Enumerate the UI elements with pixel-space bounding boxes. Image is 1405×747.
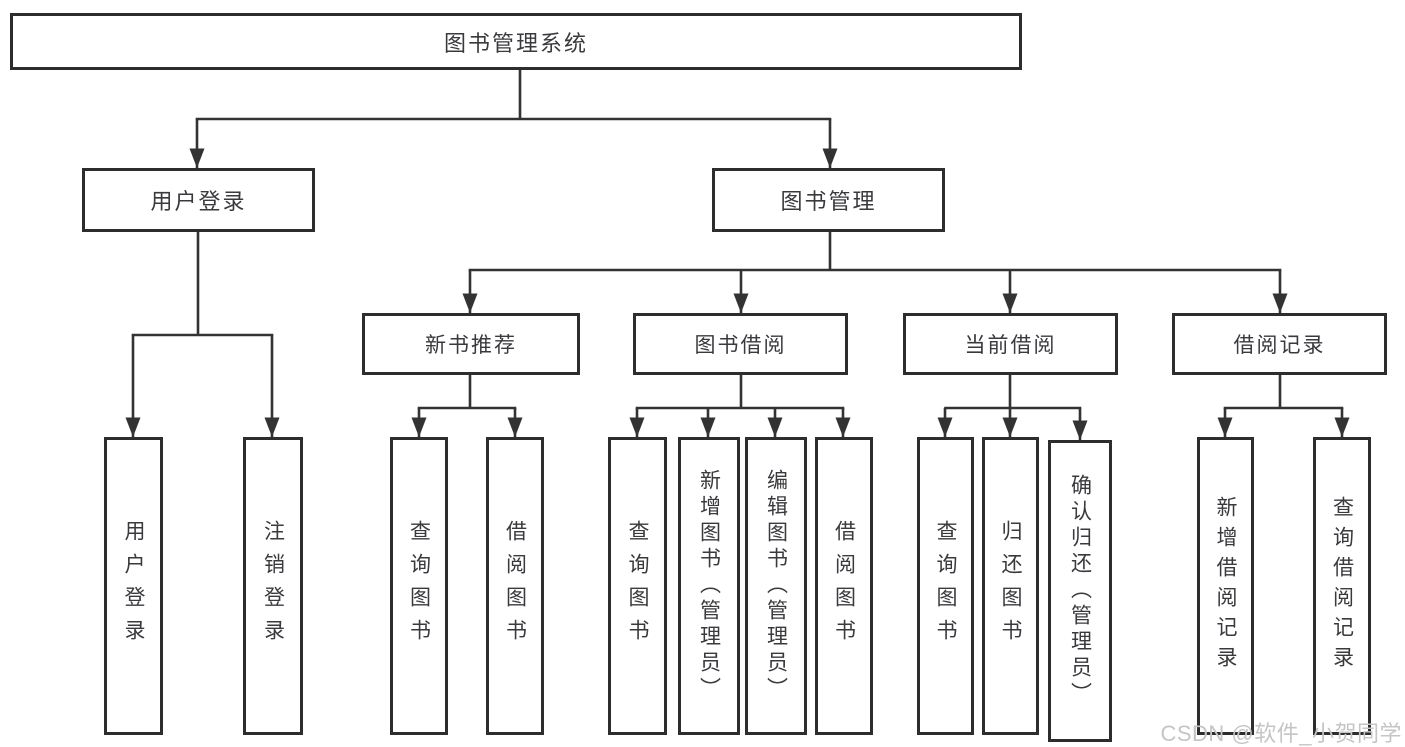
node-user-login-label: 用户登录 <box>150 189 247 214</box>
leaf-edit-book-admin: 编辑图书（管理员） <box>745 437 807 735</box>
leaf-return-books-label: 归还图书 <box>999 520 1022 652</box>
leaf-query-books-current-label: 查询图书 <box>934 520 957 652</box>
leaf-borrow-books-recommend: 借阅图书 <box>486 437 544 735</box>
leaf-logout-label: 注销登录 <box>261 520 285 652</box>
leaf-query-books-current: 查询图书 <box>917 437 974 735</box>
node-current-borrow-label: 当前借阅 <box>964 334 1057 357</box>
leaf-query-books-borrow-label: 查询图书 <box>626 520 649 652</box>
leaf-confirm-return-admin-label: 确认归还（管理员） <box>1068 474 1092 708</box>
node-borrow-records-label: 借阅记录 <box>1233 334 1326 357</box>
node-user-login: 用户登录 <box>82 168 315 232</box>
leaf-add-book-admin-label: 新增图书（管理员） <box>697 469 721 703</box>
leaf-logout: 注销登录 <box>243 437 303 735</box>
leaf-add-borrow-record: 新增借阅记录 <box>1197 437 1254 735</box>
leaf-query-borrow-record-label: 查询借阅记录 <box>1330 496 1354 676</box>
leaf-add-book-admin: 新增图书（管理员） <box>678 437 740 735</box>
node-current-borrow: 当前借阅 <box>903 313 1118 375</box>
node-book-management: 图书管理 <box>712 168 945 232</box>
leaf-borrow-books-borrow: 借阅图书 <box>815 437 873 735</box>
leaf-query-borrow-record: 查询借阅记录 <box>1313 437 1371 735</box>
node-new-book-recommend: 新书推荐 <box>362 313 580 375</box>
node-root-label: 图书管理系统 <box>443 30 588 56</box>
leaf-confirm-return-admin: 确认归还（管理员） <box>1048 440 1112 742</box>
node-root: 图书管理系统 <box>10 13 1022 70</box>
leaf-borrow-books-borrow-label: 借阅图书 <box>832 520 856 652</box>
leaf-user-login: 用户登录 <box>104 437 163 735</box>
leaf-query-books-recommend: 查询图书 <box>390 437 448 735</box>
leaf-user-login-label: 用户登录 <box>122 520 145 652</box>
leaf-add-borrow-record-label: 新增借阅记录 <box>1214 496 1237 676</box>
leaf-return-books: 归还图书 <box>982 437 1039 735</box>
leaf-query-books-borrow: 查询图书 <box>608 437 667 735</box>
node-new-book-recommend-label: 新书推荐 <box>425 334 517 357</box>
node-book-borrow-label: 图书借阅 <box>694 334 787 357</box>
watermark: CSDN @软件_小贺同学 <box>1160 721 1402 746</box>
node-book-borrow: 图书借阅 <box>633 313 848 375</box>
node-book-management-label: 图书管理 <box>780 189 877 214</box>
leaf-query-books-recommend-label: 查询图书 <box>407 520 431 652</box>
leaf-edit-book-admin-label: 编辑图书（管理员） <box>764 469 788 703</box>
leaf-borrow-books-recommend-label: 借阅图书 <box>503 520 527 652</box>
node-borrow-records: 借阅记录 <box>1172 313 1387 375</box>
